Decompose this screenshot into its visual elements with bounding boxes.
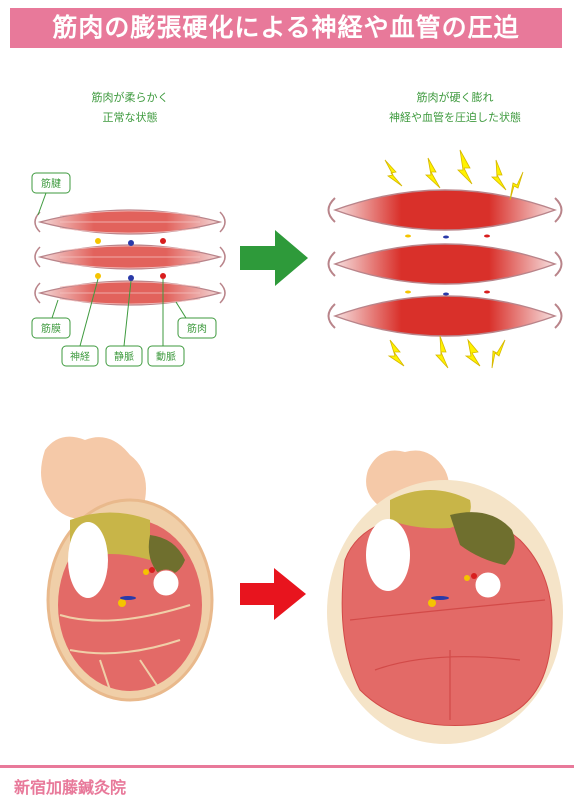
nerve-label: 神経 [61, 278, 99, 367]
tendon-hooks-left [34, 211, 41, 304]
right-caption-line-1: 筋肉が硬く膨れ [416, 91, 494, 104]
tendon-label: 筋腱 [31, 172, 71, 216]
artery-label: 動脈 [147, 279, 185, 367]
normal-muscle-bundle-2 [37, 244, 223, 270]
left-caption-line-1: 筋肉が柔らかく [91, 91, 169, 104]
footer-divider [0, 765, 574, 768]
normal-cross-section [41, 436, 214, 702]
left-caption-line-2: 正常な状態 [102, 111, 158, 124]
red-arrow [240, 568, 306, 620]
pain-bolt-icons [384, 149, 524, 369]
fascia-label-text: 筋膜 [41, 322, 61, 335]
right-caption: 筋肉が硬く膨れ 神経や血管を圧迫した状態 [365, 88, 545, 128]
artery-dot [160, 238, 166, 244]
page-title: 筋肉の膨張硬化による神経や血管の圧迫 [10, 8, 562, 48]
normal-muscle-bundle-1 [37, 209, 223, 235]
artery-dot [160, 273, 166, 279]
nerve-label-text: 神経 [70, 350, 90, 363]
vein-label: 静脈 [105, 280, 143, 367]
swollen-muscle-group [327, 189, 563, 337]
vein-dot [128, 240, 134, 246]
tendon-hooks-right [219, 211, 226, 304]
swollen-cross-section [327, 450, 563, 744]
right-caption-line-2: 神経や血管を圧迫した状態 [389, 111, 521, 124]
tendon-label-text: 筋腱 [41, 177, 61, 190]
muscle-label-text: 筋肉 [187, 322, 207, 335]
vein-label-text: 静脈 [114, 350, 134, 363]
footer-brand: 新宿加藤鍼灸院 [14, 778, 127, 797]
nerve-dot [95, 273, 101, 279]
artery-label-text: 動脈 [156, 350, 176, 363]
fascia-label: 筋膜 [31, 299, 71, 339]
vein-dot [128, 275, 134, 281]
green-arrow [240, 230, 308, 286]
left-caption: 筋肉が柔らかく 正常な状態 [60, 88, 200, 128]
nerve-dot [95, 238, 101, 244]
muscle-label: 筋肉 [175, 301, 217, 339]
